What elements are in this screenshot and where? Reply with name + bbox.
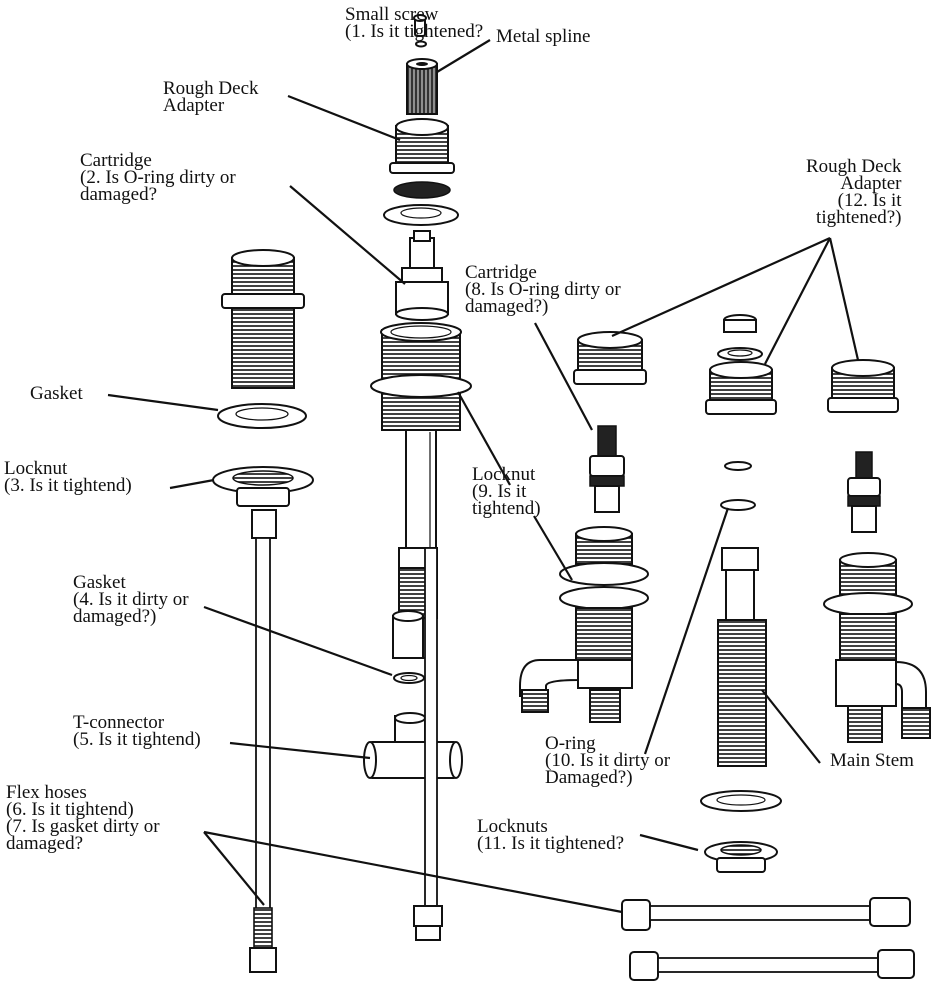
valve-body-center [370, 322, 472, 551]
cartridge-right [589, 425, 625, 513]
gasket-small [393, 672, 425, 684]
washer-center [383, 204, 459, 226]
label-rough-deck-adapter: Rough Deck Adapter [163, 78, 259, 116]
label-main-stem: Main Stem [830, 750, 914, 771]
rough-deck-adapter-right-2 [705, 361, 777, 415]
t-connector [363, 712, 463, 779]
label-cartridge-right: Cartridge (8. Is O-ring dirty or damaged… [465, 262, 621, 317]
valve-body-far-right [823, 552, 931, 743]
label-locknut-mid: Locknut (9. Is it tightend) [472, 464, 541, 519]
rough-deck-adapter-right-3 [827, 359, 899, 413]
label-t-connector: T-connector (5. Is it tightend) [73, 712, 201, 750]
cartridge-center [395, 230, 449, 321]
label-o-ring: O-ring (10. Is it dirty or Damaged?) [545, 733, 671, 788]
label-gasket-top: Gasket [30, 383, 83, 404]
center-flex-hose [413, 547, 443, 941]
label-rough-deck-adapter-right: Rough Deck Adapter (12. Is it tightened?… [806, 156, 902, 228]
label-locknuts: Locknuts (11. Is it tightened? [477, 816, 625, 854]
cap-nut [717, 314, 763, 361]
label-cartridge-left: Cartridge (2. Is O-ring dirty or damaged… [80, 150, 236, 205]
cartridge-far-right [847, 451, 881, 533]
label-flex-hoses: Flex hoses (6. Is it tightend) (7. Is ga… [6, 782, 160, 854]
rough-deck-adapter-center [389, 118, 455, 199]
label-small-screw: Small screw (1. Is it tightened? [345, 4, 484, 42]
locknut-gasket-right [700, 790, 782, 873]
threaded-shank-left [221, 249, 305, 389]
locknut-left [212, 466, 314, 507]
gasket-left [217, 403, 307, 429]
o-rings [720, 461, 756, 511]
main-stem [717, 547, 767, 767]
small-screw [413, 14, 427, 48]
label-gasket-lower: Gasket (4. Is it dirty or damaged?) [73, 572, 189, 627]
label-metal-spline: Metal spline [496, 26, 591, 47]
rough-deck-adapter-right-1 [573, 331, 647, 385]
valve-body-right [519, 526, 649, 723]
leader-lines [107, 39, 860, 914]
metal-spline [406, 58, 438, 115]
flex-hoses-right [621, 897, 915, 981]
label-locknut-left: Locknut (3. Is it tightend) [4, 458, 132, 496]
flex-hose-left [249, 509, 277, 973]
